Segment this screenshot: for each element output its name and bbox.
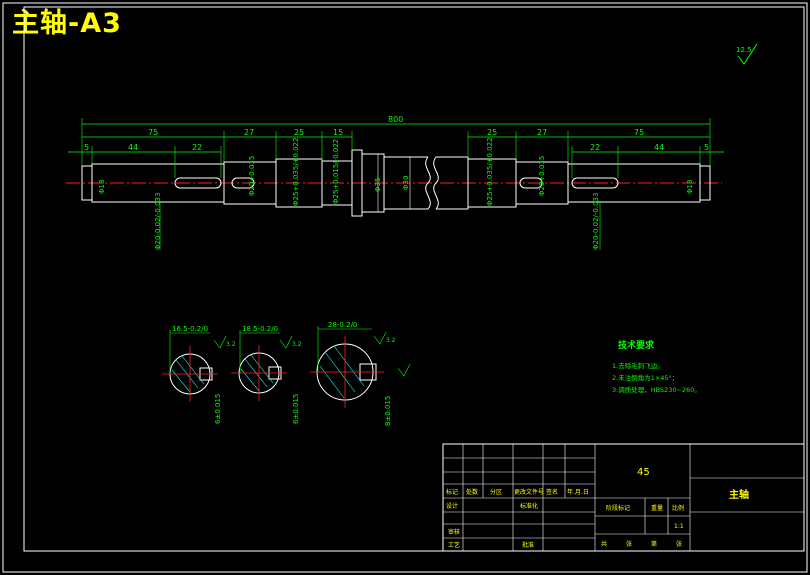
dim-right-75: 75 (634, 128, 644, 137)
dim-right-27: 27 (537, 128, 547, 137)
tb-weight: 重量 (651, 504, 663, 512)
tech-item-1: 1.去除毛刺飞边。 (612, 361, 664, 370)
dia-shoulder: Φ35 (374, 178, 382, 192)
dim-right-5: 5 (704, 143, 709, 152)
tb-sheet-unit1: 张 (626, 540, 632, 548)
tb-label-sign: 签名 (546, 488, 558, 496)
drawing-title: 主轴-A3 (12, 8, 122, 39)
dia-left-end: Φ18 (98, 180, 106, 194)
section3-width: 8±0.015 (384, 396, 392, 426)
dia-right-step-tol: Φ20+0.015 (538, 156, 546, 196)
section3-rough: 3.2 (386, 337, 396, 344)
tb-material: 45 (637, 467, 650, 478)
inner-frame (23, 6, 805, 552)
roughness-value: 12.5 (736, 46, 752, 54)
title-block: 标记 处数 分区 更改文件号 签名 年.月.日 设计 标准化 审核 工艺 批准 … (442, 443, 805, 552)
tb-process: 工艺 (448, 541, 460, 549)
tb-label-count: 处数 (466, 488, 478, 496)
section2-rough: 3.2 (292, 341, 302, 348)
dim-right-44: 44 (654, 143, 664, 152)
dimension-lines: 800 75 27 25 15 25 27 75 5 44 22 22 44 (68, 115, 724, 250)
section3-depth: 28-0.2/0 (328, 321, 357, 329)
dim-left-5: 5 (84, 143, 89, 152)
tb-label-date: 年.月.日 (567, 488, 589, 496)
tb-scale-value: 1:1 (674, 523, 684, 530)
section2-width: 6±0.015 (292, 394, 300, 424)
tb-sheet-no: 第 (651, 540, 657, 548)
dim-right-25: 25 (487, 128, 497, 137)
dim-left-27: 27 (244, 128, 254, 137)
tb-part-name: 主轴 (729, 488, 749, 501)
tb-stage: 阶段标记 (606, 504, 630, 512)
section1-width: 6±0.015 (214, 394, 222, 424)
dia-left-bearing-tol: Φ25+0.035/+0.022 (292, 137, 300, 206)
diameter-labels: Φ18 Φ18 Φ20-0.02/-0.033 Φ20-0.02/-0.033 … (98, 137, 694, 250)
section1-rough: 3.2 (226, 341, 236, 348)
dim-left-22: 22 (192, 143, 202, 152)
dim-left-25: 25 (294, 128, 304, 137)
tech-heading: 技术要求 (618, 339, 655, 351)
tech-item-3: 3.调质处理，HBS230~260。 (612, 385, 701, 394)
technical-requirements: 技术要求 1.去除毛刺飞边。 2.未注倒角为1×45°； 3.调质处理，HBS2… (612, 339, 701, 394)
dia-left-step-tol: Φ20+0.015 (248, 156, 256, 196)
dia-right-shaft-tol: Φ20-0.02/-0.033 (592, 193, 600, 250)
tech-item-2: 2.未注倒角为1×45°； (612, 373, 678, 382)
dim-left-44: 44 (128, 143, 138, 152)
tb-standard: 标准化 (520, 502, 538, 510)
tb-label-change: 更改文件号 (514, 488, 544, 496)
tb-scale-label: 比例 (672, 504, 684, 512)
dim-left-75: 75 (148, 128, 158, 137)
shaft-elevation (66, 149, 722, 217)
tb-label-mark: 标记 (446, 488, 458, 496)
section1-depth: 16.5-0.2/0 (172, 325, 208, 333)
dia-left-shaft-tol: Φ20-0.02/-0.033 (154, 193, 162, 250)
dia-center: Φ30 (402, 176, 410, 190)
dia-right-end: Φ18 (686, 180, 694, 194)
tb-design: 设计 (446, 502, 458, 510)
dim-right-22: 22 (590, 143, 600, 152)
dia-right-bearing-tol: Φ25+0.035/+0.022 (486, 137, 494, 206)
tb-approve: 批准 (522, 541, 534, 549)
tb-sheet-total: 共 (601, 540, 607, 548)
section2-depth: 18.5-0.2/0 (242, 325, 278, 333)
tb-label-zone: 分区 (490, 488, 502, 496)
dim-overall: 800 (388, 115, 403, 124)
tb-review: 审核 (448, 528, 460, 536)
section-view-3: 28-0.2/0 8±0.015 3.2 (310, 321, 411, 426)
section-view-1: 16.5-0.2/0 6±0.015 3.2 (162, 325, 236, 424)
roughness-symbol: 12.5 (736, 43, 758, 65)
tb-sheet-unit2: 张 (676, 540, 682, 548)
section-view-2: 18.5-0.2/0 6±0.015 3.2 (231, 325, 302, 424)
dim-left-15: 15 (333, 128, 343, 137)
dia-mid-left-tol: Φ25+0.015/-0.022 (332, 139, 340, 204)
